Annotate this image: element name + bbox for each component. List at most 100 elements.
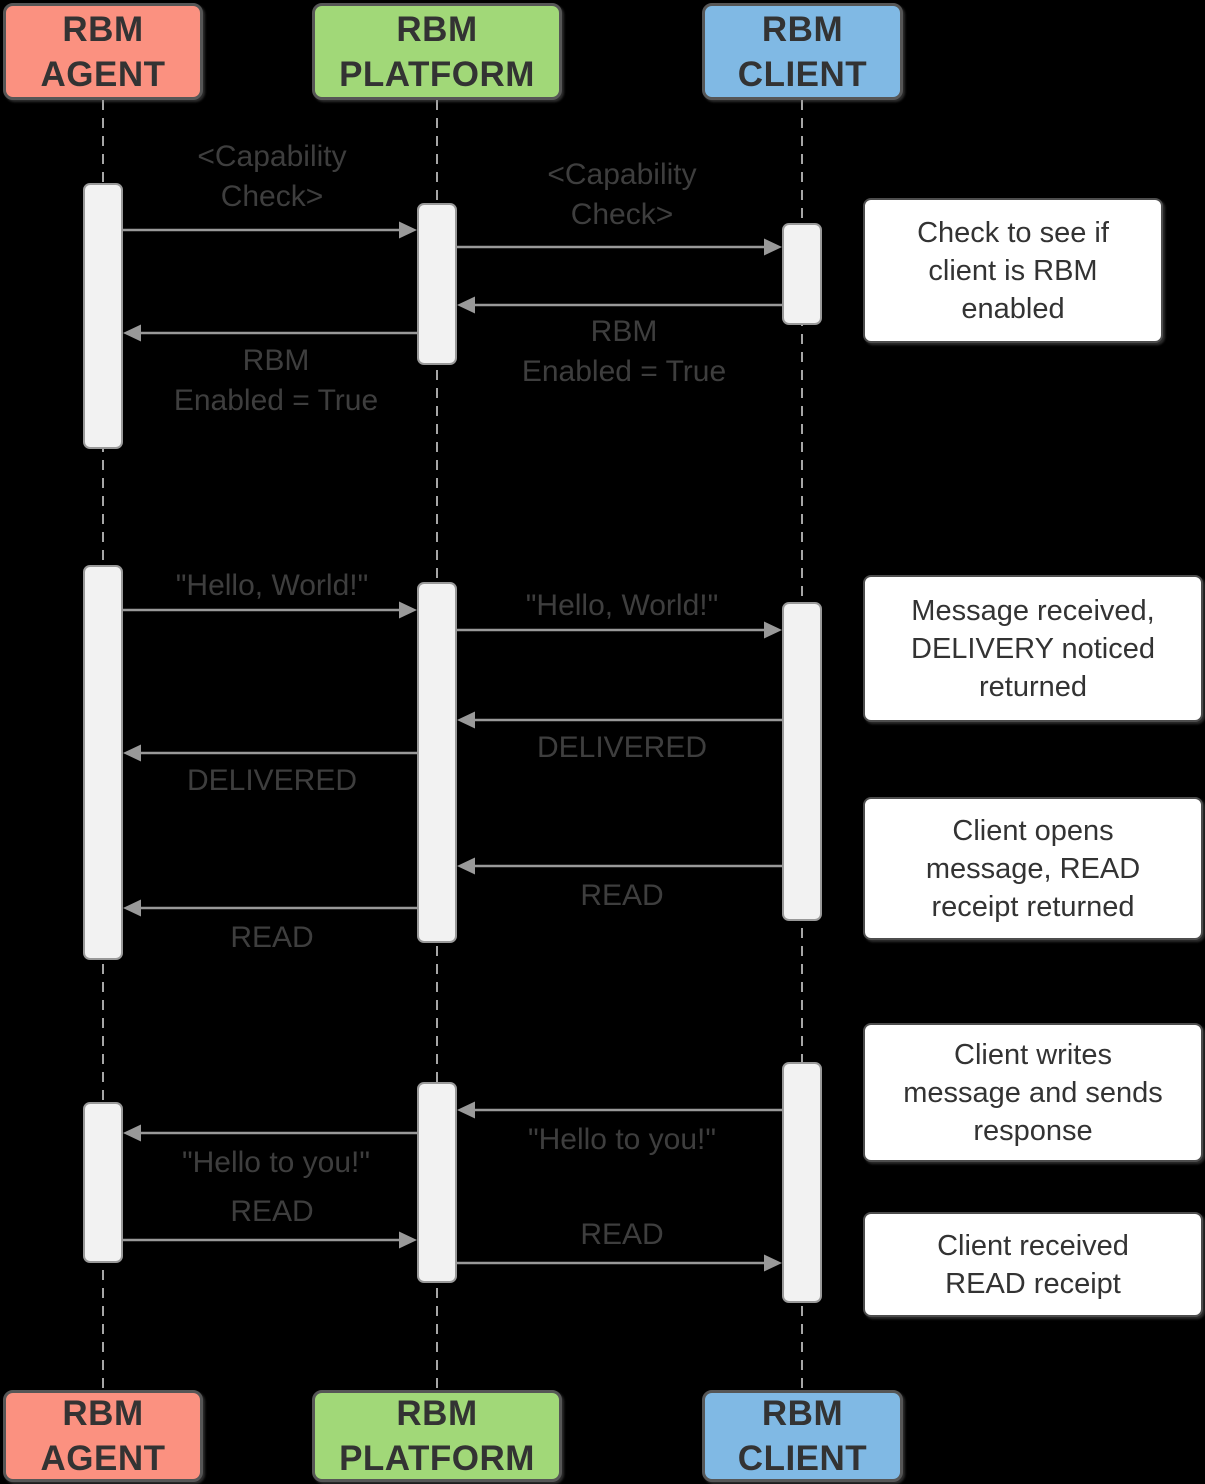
note-2: Client opens message, READ receipt returne…	[863, 797, 1203, 940]
message-label-line: <Capability	[547, 158, 697, 191]
message-label-line: "Hello, World!"	[525, 589, 719, 622]
note-line: message and sends	[903, 1076, 1163, 1109]
actor-header-top-rbm-client: RBM CLIENT	[702, 3, 903, 100]
actor-header-label: PLATFORM	[339, 54, 535, 94]
message-arrow-13	[457, 1254, 782, 1272]
note-line: Message received,	[911, 594, 1155, 627]
arrowhead-icon	[123, 324, 141, 342]
message-arrow-10	[457, 1101, 782, 1119]
message-label-10: "Hello to you!"	[528, 1120, 716, 1160]
note-line: Client writes	[954, 1038, 1112, 1071]
message-label-line: READ	[230, 921, 314, 954]
note-line: enabled	[961, 292, 1065, 325]
activation-bar-rbm-client-2	[782, 1062, 822, 1303]
message-label-line: READ	[580, 1218, 664, 1251]
message-arrow-8	[457, 857, 782, 875]
message-arrow-3	[123, 324, 417, 342]
arrowhead-icon	[399, 221, 417, 239]
message-label-11: "Hello to you!"	[182, 1143, 370, 1183]
note-line: Client received	[937, 1229, 1129, 1262]
actor-header-label: AGENT	[40, 54, 166, 94]
note-line: client is RBM	[928, 254, 1098, 287]
message-label-6: DELIVERED	[537, 728, 707, 768]
actor-header-label: RBM	[62, 1394, 144, 1433]
note-0: Check to see if client is RBM enabled	[863, 198, 1163, 343]
message-arrow-1	[457, 238, 782, 256]
message-label-line: <Capability	[197, 140, 347, 173]
actor-header-bottom-rbm-platform: RBM PLATFORM	[312, 1390, 562, 1482]
arrowhead-icon	[123, 1124, 141, 1142]
actor-header-label: RBM	[396, 9, 478, 49]
note-line: response	[973, 1114, 1093, 1147]
note-line: message, READ	[925, 852, 1141, 885]
actor-header-label: CLIENT	[737, 1439, 868, 1478]
activation-bar-rbm-agent-2	[83, 1102, 123, 1263]
note-line: Client opens	[952, 814, 1114, 847]
message-label-line: DELIVERED	[536, 731, 708, 764]
actor-header-label: PLATFORM	[339, 1439, 535, 1478]
arrowhead-icon	[764, 1254, 782, 1272]
actor-header-top-rbm-agent: RBM AGENT	[3, 3, 203, 100]
message-label-line: "Hello to you!"	[181, 1146, 371, 1179]
message-label-4: "Hello, World!"	[176, 566, 368, 606]
arrowhead-icon	[399, 601, 417, 619]
actor-header-top-rbm-platform: RBM PLATFORM	[312, 3, 562, 100]
actor-header-label: RBM	[761, 1394, 844, 1433]
message-label-line: RBM	[242, 344, 310, 377]
actor-header-label: RBM	[396, 1394, 478, 1433]
message-label-line: "Hello, World!"	[175, 569, 369, 602]
actor-header-label: CLIENT	[737, 54, 868, 94]
message-label-8: READ	[580, 876, 663, 916]
arrowhead-icon	[399, 1231, 417, 1249]
message-label-line: Enabled = True	[173, 384, 379, 417]
note-line: Check to see if	[917, 216, 1109, 249]
message-label-12: READ	[230, 1192, 313, 1232]
message-arrow-9	[123, 899, 417, 917]
arrowhead-icon	[764, 238, 782, 256]
actor-header-label: RBM	[761, 9, 844, 49]
message-arrow-0	[123, 221, 417, 239]
arrowhead-icon	[764, 621, 782, 639]
message-arrow-11	[123, 1124, 417, 1142]
message-label-line: DELIVERED	[186, 764, 358, 797]
message-label-line: Check>	[570, 198, 674, 231]
arrowhead-icon	[457, 1101, 475, 1119]
arrowhead-icon	[457, 857, 475, 875]
message-arrow-12	[123, 1231, 417, 1249]
message-label-2: RBM Enabled = True	[522, 312, 726, 392]
message-label-13: READ	[580, 1215, 663, 1255]
message-label-line: READ	[580, 879, 664, 912]
note-line: returned	[978, 670, 1087, 703]
arrowhead-icon	[123, 744, 141, 762]
message-label-7: DELIVERED	[187, 761, 357, 801]
message-label-line: "Hello to you!"	[527, 1123, 717, 1156]
activation-bar-rbm-client-1	[782, 602, 822, 921]
message-label-line: Check>	[220, 180, 324, 213]
message-arrow-2	[457, 296, 782, 314]
note-1: Message received, DELIVERY noticed returne…	[863, 575, 1203, 722]
note-line: receipt returned	[931, 890, 1135, 923]
arrowhead-icon	[457, 296, 475, 314]
note-line: DELIVERY noticed	[911, 632, 1155, 665]
activation-bar-rbm-client-0	[782, 223, 822, 325]
arrowhead-icon	[123, 899, 141, 917]
actor-header-bottom-rbm-client: RBM CLIENT	[702, 1390, 903, 1482]
message-label-5: "Hello, World!"	[526, 586, 718, 626]
message-arrow-7	[123, 744, 417, 762]
message-label-line: RBM	[590, 315, 658, 348]
activation-bar-rbm-platform-1	[417, 582, 457, 943]
activation-bar-rbm-platform-2	[417, 1082, 457, 1283]
message-label-line: Enabled = True	[521, 355, 727, 388]
activation-bar-rbm-agent-0	[83, 183, 123, 449]
message-arrow-6	[457, 711, 782, 729]
actor-header-label: RBM	[62, 9, 144, 49]
message-label-3: RBM Enabled = True	[174, 341, 378, 421]
message-label-9: READ	[230, 918, 313, 958]
activation-bar-rbm-agent-1	[83, 565, 123, 960]
note-line: READ receipt	[945, 1267, 1121, 1300]
